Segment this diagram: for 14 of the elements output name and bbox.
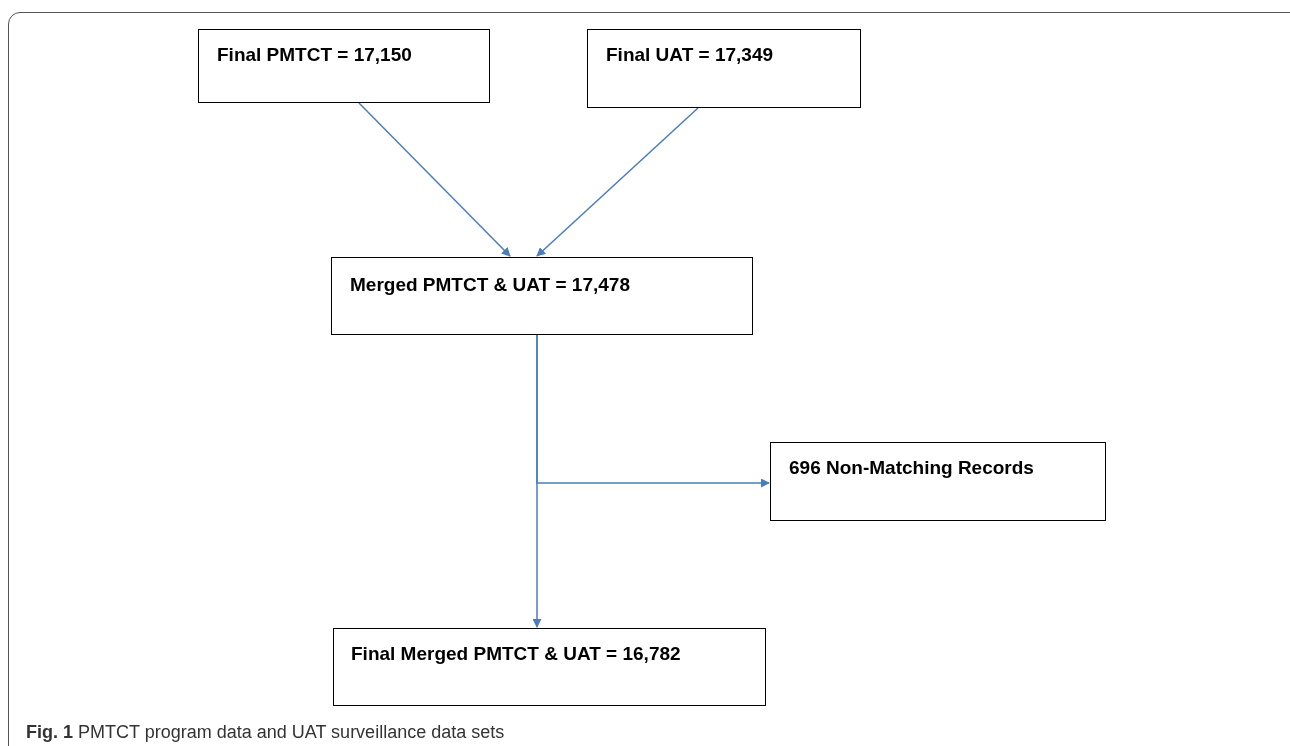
process-box bbox=[770, 442, 1106, 521]
box-label: Final Merged PMTCT & UAT = 16,782 bbox=[351, 643, 682, 665]
box-label: Final PMTCT = 17,150 bbox=[217, 44, 413, 66]
arrow bbox=[358, 102, 511, 257]
box-label: Final UAT = 17,349 bbox=[606, 44, 775, 66]
process-box bbox=[331, 257, 753, 335]
process-box bbox=[333, 628, 766, 706]
arrow bbox=[536, 107, 699, 257]
process-box bbox=[198, 29, 490, 103]
box-label: 696 Non-Matching Records bbox=[789, 457, 1035, 479]
box-label: Merged PMTCT & UAT = 17,478 bbox=[350, 274, 631, 296]
process-box bbox=[587, 29, 861, 108]
arrow bbox=[536, 334, 770, 488]
figure-caption: Fig. 1 PMTCT program data and UAT surveillance data sets bbox=[26, 722, 505, 743]
